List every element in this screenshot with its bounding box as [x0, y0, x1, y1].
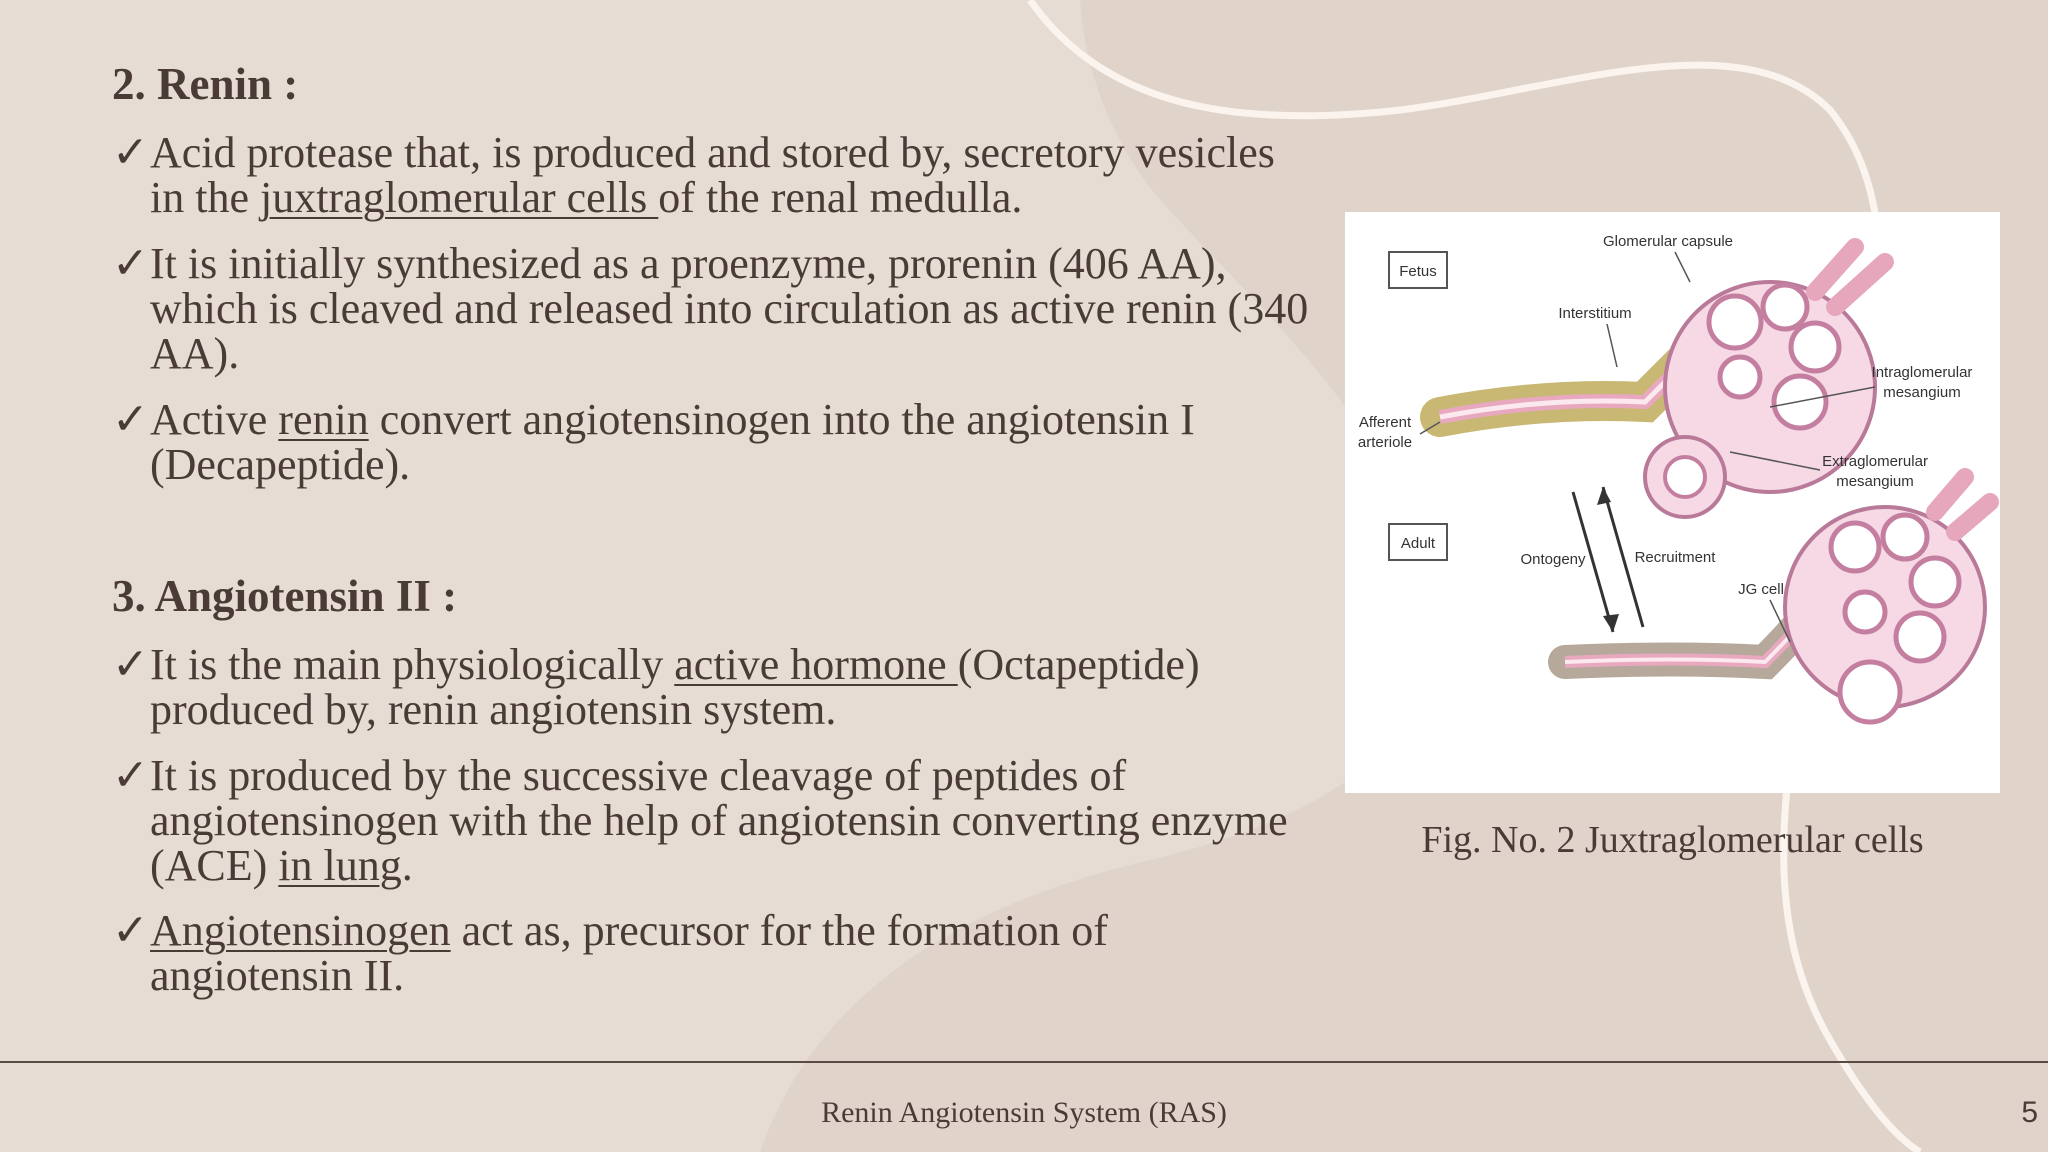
bullet-text: Active renin convert angiotensinogen int… [150, 395, 1195, 489]
underlined-term: renin [278, 395, 369, 444]
check-icon: ✓ [112, 128, 149, 177]
recruitment-label: Recruitment [1635, 549, 1717, 566]
underlined-term: juxtraglomerular cells [259, 173, 659, 222]
bullet-text: It is initially synthesized as a proenzy… [150, 239, 1309, 378]
extraglomerular-mesangium-label: mesangium [1836, 473, 1914, 490]
check-icon: ✓ [112, 640, 149, 689]
adult-label: Adult [1401, 535, 1436, 552]
check-icon: ✓ [112, 751, 149, 800]
extraglomerular-label: Extraglomerular [1822, 453, 1928, 470]
fetus-label: Fetus [1399, 263, 1437, 280]
check-icon: ✓ [112, 906, 149, 955]
bullet-text: Acid protease that, is produced and stor… [150, 128, 1275, 222]
bullet-renin-3: ✓ Active renin convert angiotensinogen i… [112, 397, 1312, 487]
bullet-text: It is the main physiologically active ho… [150, 640, 1200, 734]
jg-cell-label: JG cell [1738, 581, 1784, 598]
fetal-glomerulus [1643, 238, 1894, 519]
figure-illustration: Fetus Adult Glomerular capsule Interstit… [1358, 233, 1999, 725]
interstitium-label: Interstitium [1558, 305, 1631, 322]
underlined-term: Angiotensinogen [150, 906, 451, 955]
heading-renin: 2. Renin : [112, 59, 299, 109]
ontogeny-arrow [1571, 491, 1615, 633]
page-number: 5 [2021, 1096, 2038, 1129]
underlined-term: in lung [278, 841, 402, 890]
adult-box [1388, 523, 1448, 561]
ontogeny-label: Ontogeny [1520, 551, 1586, 568]
bullet-angiotensin-2: ✓ It is produced by the successive cleav… [112, 753, 1312, 888]
figure-caption: Fig. No. 2 Juxtraglomerular cells [1421, 819, 1924, 861]
bullet-text: It is produced by the successive cleavag… [150, 751, 1288, 890]
underlined-term: active hormone [674, 640, 958, 689]
footer-title: Renin Angiotensin System (RAS) [821, 1096, 1227, 1129]
bullet-angiotensin-1: ✓ It is the main physiologically active … [112, 642, 1312, 732]
glomerular-capsule-label: Glomerular capsule [1603, 233, 1733, 250]
juxtaglomerular-figure: Fetus Adult Glomerular capsule Interstit… [1345, 212, 2000, 793]
intraglomerular-label: Intraglomerular [1872, 364, 1973, 381]
arteriole-label: arteriole [1358, 434, 1412, 451]
recruitment-arrow [1601, 486, 1645, 628]
bullet-angiotensin-3: ✓ Angiotensinogen act as, precursor for … [112, 908, 1312, 998]
footer-divider [0, 1061, 2048, 1063]
bullet-text: Angiotensinogen act as, precursor for th… [150, 906, 1108, 1000]
fetus-box [1388, 251, 1448, 289]
afferent-label: Afferent [1359, 414, 1412, 431]
bullet-renin-2: ✓ It is initially synthesized as a proen… [112, 241, 1312, 376]
bullet-renin-1: ✓ Acid protease that, is produced and st… [112, 130, 1312, 220]
adult-glomerulus [1783, 468, 1999, 725]
heading-angiotensin-ii: 3. Angiotensin II : [112, 571, 458, 621]
check-icon: ✓ [112, 239, 149, 288]
intraglomerular-mesangium-label: mesangium [1883, 384, 1961, 401]
check-icon: ✓ [112, 395, 149, 444]
